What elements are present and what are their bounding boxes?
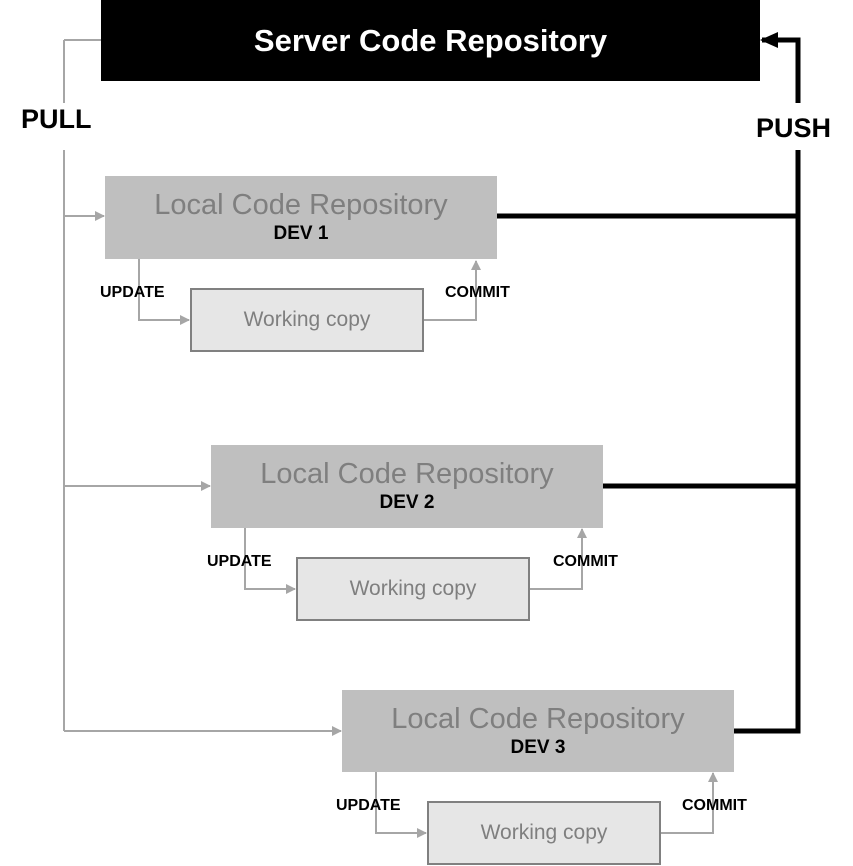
dev1-commit-label: COMMIT: [445, 284, 510, 301]
server-repository-box: Server Code Repository: [101, 0, 760, 81]
dev1-update-commit-arrows: [138, 259, 481, 325]
dev2-working-copy-box: Working copy: [296, 557, 530, 621]
pull-label: PULL: [21, 104, 92, 134]
dev2-label: DEV 2: [379, 492, 435, 513]
dev3-local-repository-label: Local Code Repository: [391, 702, 685, 735]
server-repository-label: Server Code Repository: [253, 22, 608, 58]
push-connector: [497, 32, 801, 734]
dev3-working-copy-label: Working copy: [480, 821, 608, 844]
dev3-update-commit-arrows: [375, 772, 718, 838]
push-label: PUSH: [756, 113, 832, 143]
dev2-working-copy-label: Working copy: [349, 577, 477, 600]
dev3-update-label: UPDATE: [336, 797, 401, 814]
dev2-local-repository-box: Local Code Repository DEV 2: [211, 445, 603, 528]
dev1-working-copy-label: Working copy: [243, 308, 371, 331]
dev1-local-repository-label: Local Code Repository: [154, 189, 448, 221]
dev1-local-repository-box: Local Code Repository DEV 1: [105, 176, 497, 259]
dev1-working-copy-box: Working copy: [190, 288, 424, 352]
dev3-commit-label: COMMIT: [682, 797, 747, 814]
pull-connector: [63, 39, 342, 736]
dev3-working-copy-box: Working copy: [427, 801, 661, 865]
dev2-update-label: UPDATE: [207, 553, 272, 570]
dev1-update-label: UPDATE: [100, 284, 165, 301]
dev2-commit-label: COMMIT: [553, 553, 618, 570]
dev1-label: DEV 1: [273, 223, 329, 244]
dev3-label: DEV 3: [510, 736, 566, 758]
dev2-local-repository-label: Local Code Repository: [260, 458, 554, 490]
dev2-update-commit-arrows: [244, 528, 587, 594]
dev3-local-repository-box: Local Code Repository DEV 3: [342, 690, 734, 772]
